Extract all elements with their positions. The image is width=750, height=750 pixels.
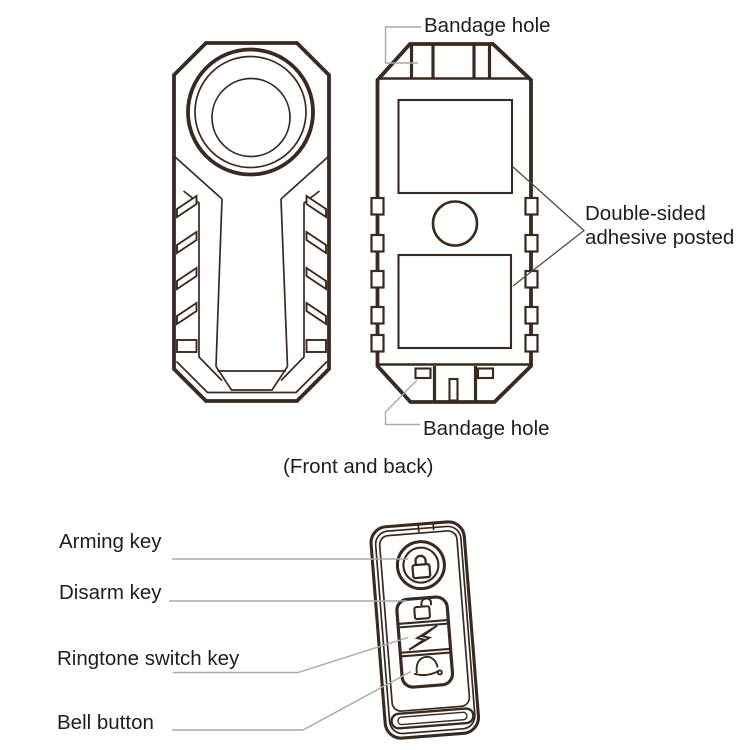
- bell-button-label: Bell button: [57, 711, 154, 734]
- alarm-back-view: [370, 42, 539, 404]
- adhesive-area-lower: [397, 253, 513, 350]
- alarm-front-view: [172, 41, 331, 403]
- bandage-hole-top-slots: [378, 45, 531, 80]
- padlock-closed-icon: [411, 554, 432, 580]
- bell-icon: [413, 655, 443, 677]
- lightning-icon: [408, 624, 438, 651]
- leader-lines: [169, 26, 586, 731]
- leader-bell: [172, 670, 412, 731]
- lanyard-slot: [390, 707, 475, 730]
- leader-bandage-bottom: [384, 379, 420, 426]
- front-and-back-caption: (Front and back): [283, 455, 434, 478]
- arming-key-button: [395, 540, 446, 591]
- leader-bandage-top: [384, 26, 421, 64]
- double-sided-adhesive-label: Double-sided adhesive posted: [585, 202, 735, 249]
- adhesive-area-upper: [397, 98, 514, 195]
- padlock-open-icon: [413, 597, 433, 621]
- arming-key-label: Arming key: [59, 530, 162, 553]
- bandage-hole-top-label: Bandage hole: [424, 14, 551, 37]
- ringtone-switch-key-label: Ringtone switch key: [57, 647, 240, 670]
- button-panel: [395, 595, 455, 689]
- leader-adhesive: [512, 166, 586, 287]
- bandage-hole-bottom-label: Bandage hole: [423, 417, 550, 440]
- grip-hatches-left: [176, 194, 198, 353]
- mounting-circle: [431, 200, 479, 247]
- bandage-hole-bottom-slots: [378, 363, 531, 402]
- disarm-key-label: Disarm key: [59, 581, 162, 604]
- leader-ringtone: [173, 636, 409, 674]
- siren-outer-ring: [186, 47, 315, 177]
- remote-control: [369, 520, 481, 740]
- grip-hatches-right: [305, 194, 327, 353]
- side-tabs: [370, 196, 539, 353]
